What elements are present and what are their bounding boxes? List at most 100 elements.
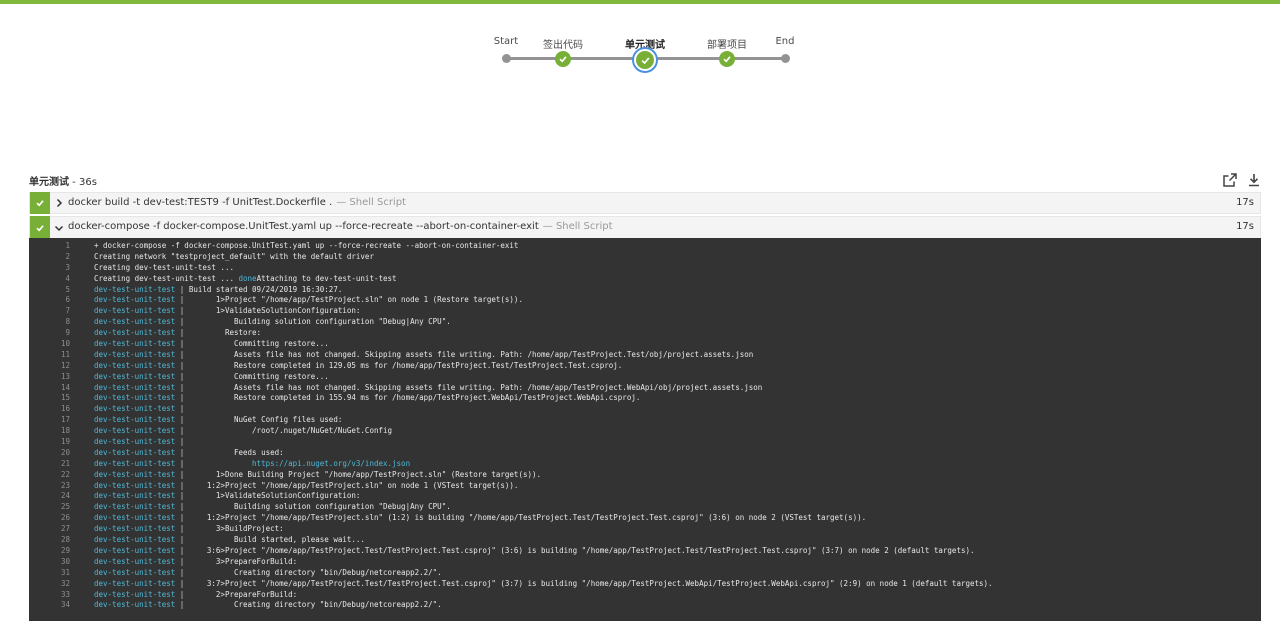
prefix-separator: | (175, 382, 185, 392)
feed-link[interactable]: https://api.nuget.org/v3/index.json (252, 458, 411, 468)
log-stage-name: 单元测试 (29, 177, 69, 188)
prefix-separator: | (175, 589, 185, 599)
line-number: 10 (60, 339, 70, 349)
prefix-separator: | (175, 524, 185, 534)
line-number: 13 (60, 371, 70, 381)
line-number: 17 (60, 415, 70, 425)
line-number: 18 (60, 426, 70, 436)
container-prefix: dev-test-unit-test (94, 589, 176, 599)
prefix-separator: | (175, 284, 185, 294)
container-prefix: dev-test-unit-test (94, 404, 176, 414)
step-duration: 17s (1236, 197, 1254, 208)
line-number: 5 (65, 284, 70, 294)
stage-node-unit-test[interactable] (634, 49, 656, 71)
container-prefix: dev-test-unit-test (94, 513, 176, 523)
stage-node-deploy[interactable] (719, 51, 735, 67)
line-number: 25 (60, 502, 70, 512)
pipeline-graph: Start 签出代码 单元测试 部署项目 End (0, 0, 1280, 80)
download-icon[interactable] (1246, 172, 1262, 188)
container-prefix: dev-test-unit-test (94, 349, 176, 359)
container-prefix: dev-test-unit-test (94, 371, 176, 381)
check-icon (36, 224, 44, 231)
container-prefix: dev-test-unit-test (94, 535, 176, 545)
step-command: docker build -t dev-test:TEST9 -f UnitTe… (68, 197, 333, 208)
stage-node-start[interactable] (501, 54, 511, 63)
log-text: Committing restore... (184, 339, 329, 349)
container-prefix: dev-test-unit-test (94, 447, 176, 457)
console-output[interactable]: 1+ docker-compose -f docker-compose.Unit… (29, 238, 1261, 621)
log-text: Creating directory "bin/Debug/netcoreapp… (184, 567, 442, 577)
prefix-separator: | (175, 393, 185, 403)
log-text: 3>PrepareForBuild: (184, 556, 298, 566)
log-text-after: Attaching to dev-test-unit-test (256, 273, 397, 283)
stage-label-unit-test[interactable]: 单元测试 (625, 40, 665, 51)
stage-node-end[interactable] (780, 54, 790, 63)
prefix-separator: | (175, 371, 185, 381)
line-number: 9 (65, 328, 70, 338)
stage-label-deploy[interactable]: 部署项目 (707, 40, 747, 51)
line-number: 34 (60, 600, 70, 610)
prefix-separator: | (175, 513, 185, 523)
stage-label-checkout[interactable]: 签出代码 (543, 40, 583, 51)
prefix-separator: | (175, 600, 185, 610)
log-text: Build started, please wait... (184, 535, 365, 545)
log-text: 2>PrepareForBuild: (184, 589, 298, 599)
log-text: Creating network "testproject_default" w… (94, 251, 374, 261)
log-stage-title: 单元测试 - 36s (29, 173, 97, 188)
chevron-down-icon[interactable] (54, 223, 64, 233)
line-number: 7 (65, 306, 70, 316)
log-text: Committing restore... (184, 371, 329, 381)
container-prefix: dev-test-unit-test (94, 578, 176, 588)
step-row-docker-build[interactable]: docker build -t dev-test:TEST9 -f UnitTe… (29, 192, 1261, 214)
container-prefix: dev-test-unit-test (94, 480, 176, 490)
prefix-separator: | (175, 535, 185, 545)
stage-node-checkout[interactable] (555, 51, 571, 67)
step-row-docker-compose[interactable]: docker-compose -f docker-compose.UnitTes… (29, 216, 1261, 239)
line-number: 11 (60, 349, 70, 359)
line-number: 14 (60, 382, 70, 392)
line-number: 19 (60, 437, 70, 447)
line-number: 16 (60, 404, 70, 414)
check-icon (723, 56, 731, 63)
log-text: Build started 09/24/2019 16:30:27. (184, 284, 343, 294)
prefix-separator: | (175, 426, 185, 436)
container-prefix: dev-test-unit-test (94, 600, 176, 610)
log-text: Creating dev-test-unit-test ... (94, 262, 234, 272)
chevron-right-icon[interactable] (54, 198, 64, 208)
line-number: 27 (60, 524, 70, 534)
check-icon (36, 200, 44, 207)
line-number: 20 (60, 447, 70, 457)
log-text: 1>Done Building Project "/home/app/TestP… (184, 469, 542, 479)
log-text: Creating dev-test-unit-test ... (94, 273, 239, 283)
container-prefix: dev-test-unit-test (94, 328, 176, 338)
prefix-separator: | (175, 404, 185, 414)
external-link-icon[interactable] (1222, 172, 1238, 188)
prefix-separator: | (175, 360, 185, 370)
line-number: 1 (65, 241, 70, 250)
log-text: 3:7>Project "/home/app/TestProject.Test/… (184, 578, 993, 588)
container-prefix: dev-test-unit-test (94, 426, 176, 436)
console-line: 28 dev-test-unit-test | Build started, pl… (29, 535, 1261, 546)
container-prefix: dev-test-unit-test (94, 360, 176, 370)
line-number: 28 (60, 535, 70, 545)
